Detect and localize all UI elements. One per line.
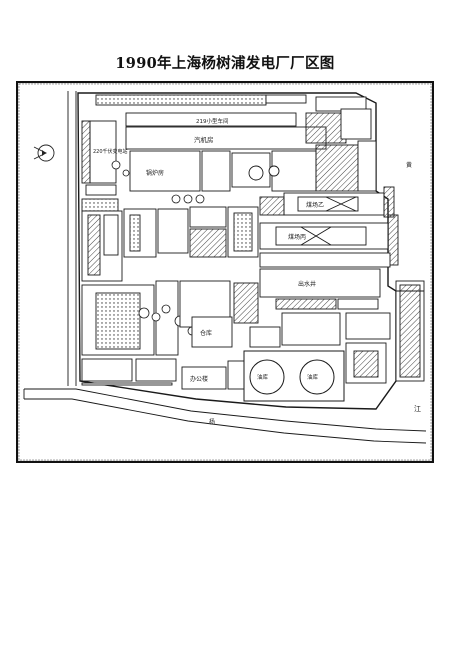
map-title: 1990年上海杨树浦发电厂厂区图 — [115, 55, 335, 72]
boiler-house — [129, 150, 201, 192]
oil-tank-2 — [299, 359, 335, 395]
label-oil-tank-1: 油库 — [257, 373, 269, 381]
road-network — [23, 91, 427, 444]
label-office: 办公楼 — [190, 375, 208, 383]
label-water-intake: 出水井 — [298, 280, 316, 288]
warehouse — [191, 316, 233, 348]
oil-tank-1 — [249, 359, 285, 395]
east-jetty — [395, 280, 425, 382]
label-road: 杨 — [209, 418, 215, 426]
map-border — [16, 81, 434, 463]
building-219 — [125, 112, 297, 127]
label-river: 江 — [414, 405, 421, 413]
label-east: 黄 — [406, 161, 412, 169]
label-building-219: 219小型车间 — [196, 117, 229, 125]
label-coal-yard-2: 煤场乙 — [306, 201, 324, 209]
label-oil-tank-2: 油库 — [307, 373, 319, 381]
coal-yard-3 — [275, 226, 367, 246]
turbine-house — [125, 126, 327, 150]
label-station-220: 220千伏变电站 — [93, 148, 128, 155]
plant-site-map: 汽机房 219小型车间 锅炉房 220千伏变电站 煤场乙 煤场丙 出水井 仓库 … — [16, 81, 434, 463]
chimney-group — [111, 160, 205, 204]
coal-yard-2 — [297, 196, 359, 212]
label-coal-yard-3: 煤场丙 — [288, 233, 306, 241]
station-220 — [89, 120, 117, 184]
office — [181, 366, 227, 390]
north-arrow-icon — [33, 144, 55, 162]
water-intake — [259, 268, 381, 298]
label-boiler-house: 锅炉房 — [146, 169, 164, 177]
label-warehouse: 仓库 — [200, 329, 212, 337]
label-turbine-house: 汽机房 — [194, 135, 214, 144]
